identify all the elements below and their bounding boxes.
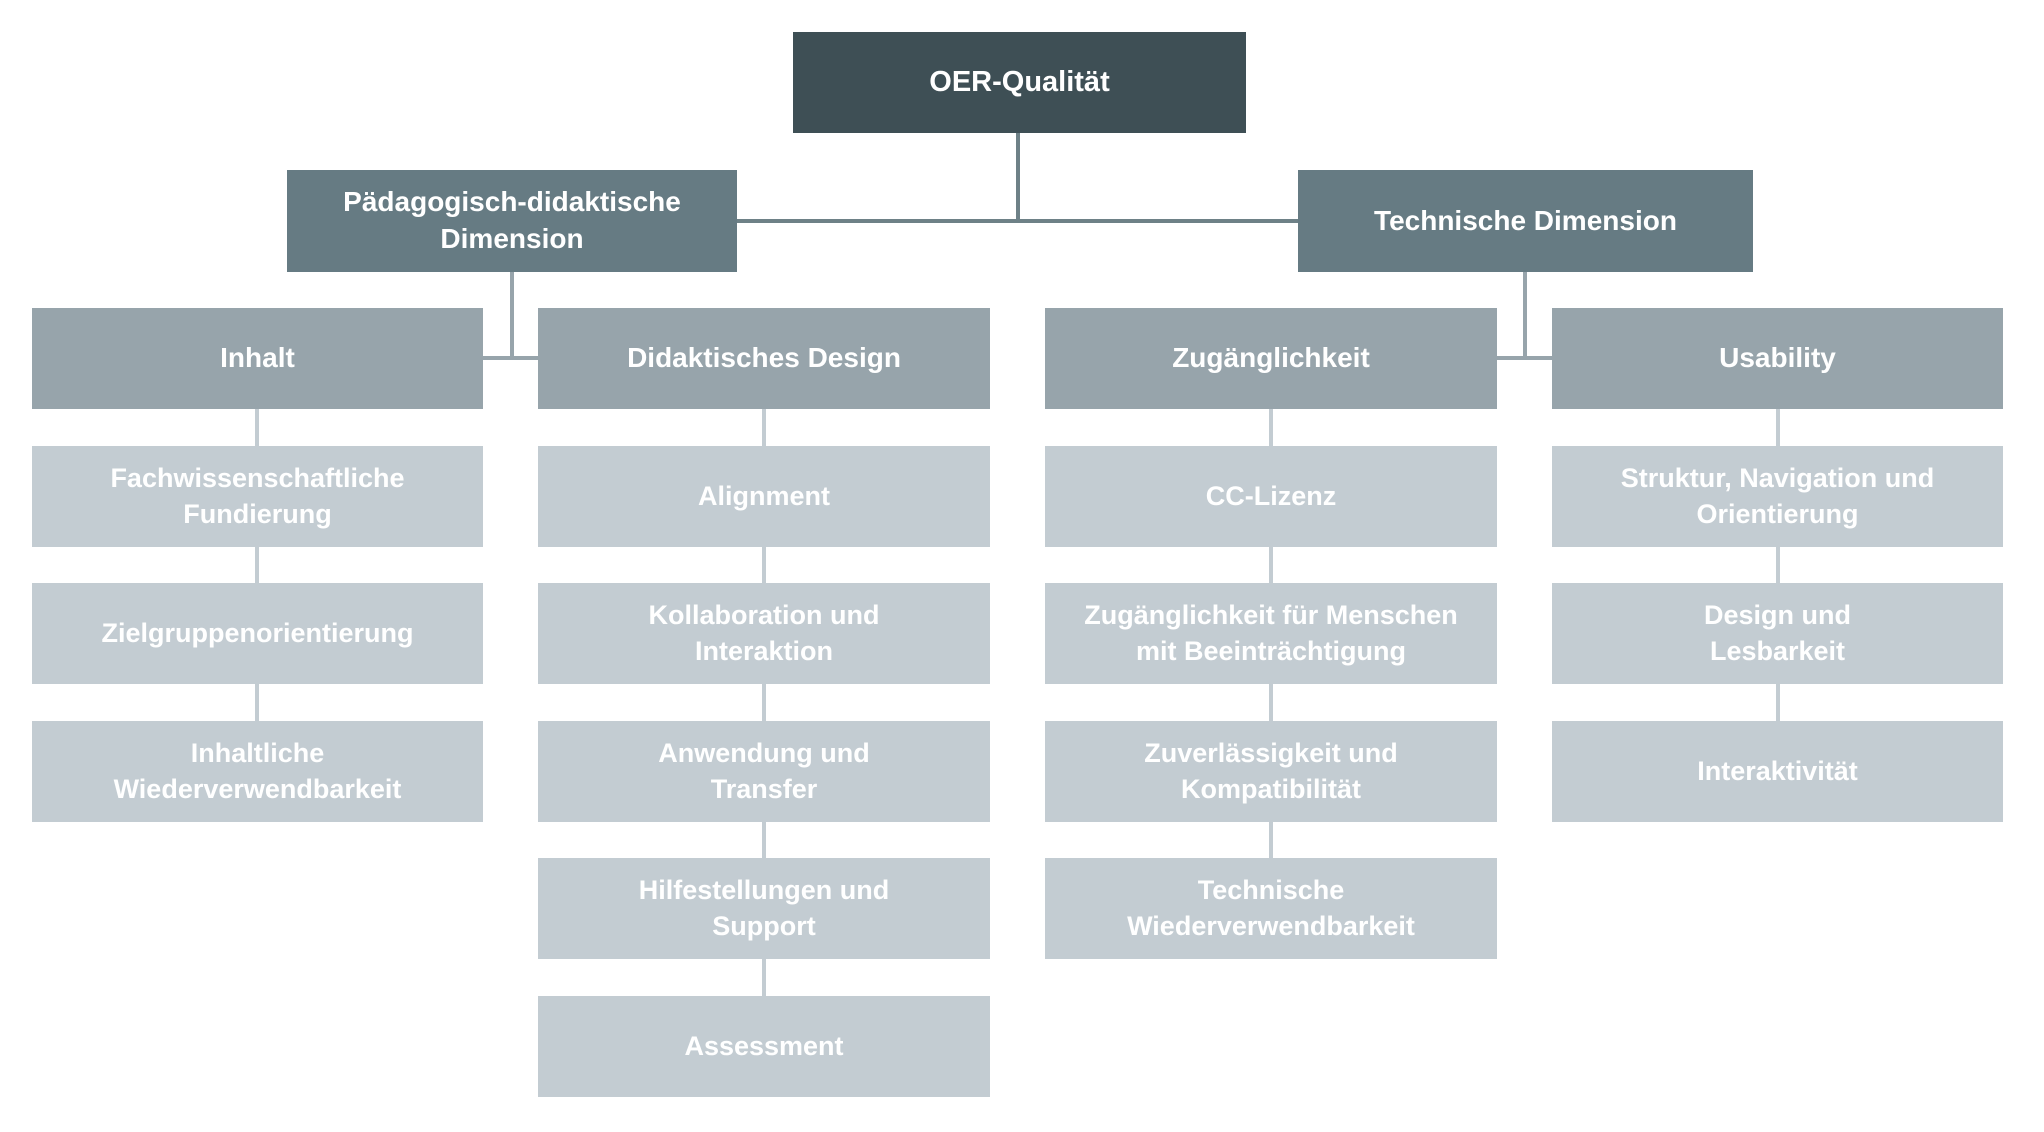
dimension-box-paedagogisch-didaktisch: Pädagogisch-didaktische Dimension [287, 170, 737, 272]
item-box-hilfestellungen-und-support: Hilfestellungen und Support [538, 858, 990, 959]
column-header-didaktisches-design: Didaktisches Design [538, 308, 990, 409]
connector-column-2-spine [762, 409, 766, 1004]
dimension-box-technisch: Technische Dimension [1298, 170, 1753, 272]
item-box-cc-lizenz: CC-Lizenz [1045, 446, 1497, 547]
item-box-alignment: Alignment [538, 446, 990, 547]
item-box-fachwissenschaftliche-fundierung: Fachwissenschaftliche Fundierung [32, 446, 483, 547]
item-box-struktur-navigation-orientierung: Struktur, Navigation und Orientierung [1552, 446, 2003, 547]
connector-root-vertical [1016, 133, 1020, 222]
connector-column-4-spine [1776, 409, 1780, 729]
root-box-oer-qualitaet: OER-Qualität [793, 32, 1246, 133]
column-header-inhalt: Inhalt [32, 308, 483, 409]
item-box-design-und-lesbarkeit: Design und Lesbarkeit [1552, 583, 2003, 684]
connector-dim2-vertical [1523, 272, 1527, 360]
item-box-anwendung-und-transfer: Anwendung und Transfer [538, 721, 990, 822]
item-box-zuverlaessigkeit-und-kompatibilitaet: Zuverlässigkeit und Kompatibilität [1045, 721, 1497, 822]
column-header-zugaenglichkeit: Zugänglichkeit [1045, 308, 1497, 409]
item-box-interaktivitaet: Interaktivität [1552, 721, 2003, 822]
connector-dim2-horizontal [1497, 356, 1552, 360]
item-box-zielgruppenorientierung: Zielgruppenorientierung [32, 583, 483, 684]
connector-dim1-horizontal [483, 356, 538, 360]
item-box-zugaenglichkeit-fuer-menschen: Zugänglichkeit für Menschen mit Beeinträ… [1045, 583, 1497, 684]
item-box-kollaboration-und-interaktion: Kollaboration und Interaktion [538, 583, 990, 684]
connector-column-1-spine [255, 409, 259, 729]
item-box-assessment: Assessment [538, 996, 990, 1097]
column-header-usability: Usability [1552, 308, 2003, 409]
item-box-inhaltliche-wiederverwendbarkeit: Inhaltliche Wiederverwendbarkeit [32, 721, 483, 822]
connector-dimensions-horizontal [737, 219, 1298, 223]
item-box-technische-wiederverwendbarkeit: Technische Wiederverwendbarkeit [1045, 858, 1497, 959]
connector-dim1-vertical [510, 272, 514, 360]
